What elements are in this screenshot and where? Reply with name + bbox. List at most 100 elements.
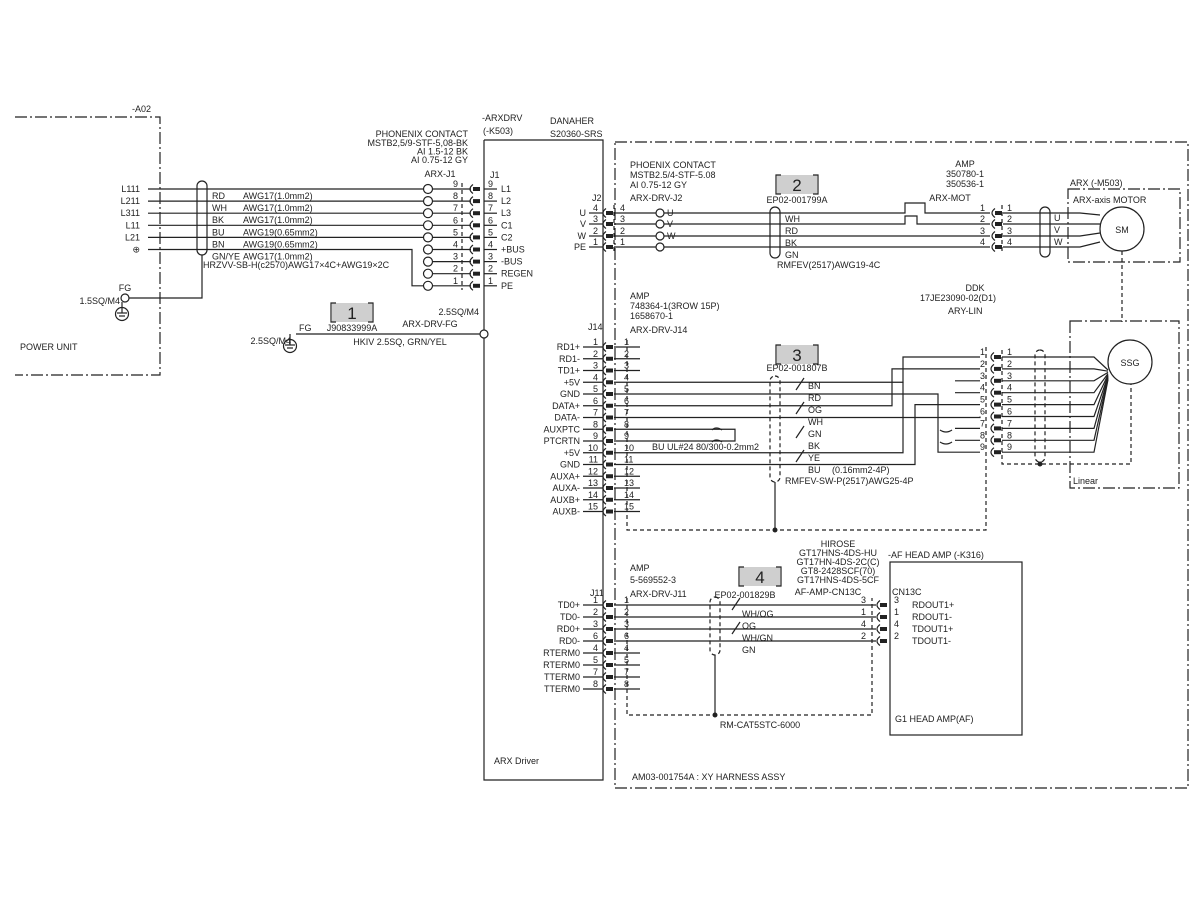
wire-5v <box>640 356 980 383</box>
pin-number: 9 <box>624 431 629 441</box>
plug-part: 1658670-1 <box>630 311 673 321</box>
power-signal-label: L11 <box>126 220 140 230</box>
driver-ref2: (-K503) <box>483 126 513 136</box>
connector-housing-icon <box>602 672 607 682</box>
connector-housing-icon <box>990 447 995 458</box>
driver-j11-signal: TD0- <box>560 612 580 622</box>
twisted-pair-marks <box>711 427 953 445</box>
wire-color-label: BN <box>808 381 821 391</box>
connector-pin-icon <box>606 497 613 502</box>
ground-icon <box>282 338 298 354</box>
driver-j14-signal: GND <box>560 460 581 470</box>
connector-pin-icon <box>995 211 1002 215</box>
head-amp-connector: CN13C <box>892 587 922 597</box>
j1-plug-part: AI 1.5-12 BK <box>417 147 468 157</box>
power-cable-spec: HRZVV-SB-H(c2570)AWG17×4C+AWG19×2C <box>203 260 390 270</box>
scale-lead <box>1002 377 1109 429</box>
driver-j14-signal: RD1- <box>559 354 580 364</box>
cable-shield-icon <box>769 375 781 483</box>
connector-housing-icon <box>876 600 881 610</box>
connector-pin-icon <box>995 234 1002 238</box>
pin-number: 6 <box>624 396 629 406</box>
driver-j14-signal: +5V <box>564 448 580 458</box>
fg-label: FG <box>299 323 312 333</box>
pin-number: 9 <box>453 179 458 189</box>
connector-pin-icon <box>473 211 480 216</box>
wire-gauge-label: AWG17(1.0mm2) <box>243 203 313 213</box>
pin-number: 11 <box>589 455 598 465</box>
power-unit-ref: -A02 <box>132 104 151 114</box>
connector-housing-icon <box>602 208 607 218</box>
motor-ref: ARX (-M503) <box>1070 178 1123 188</box>
terminal-ring-icon <box>479 329 489 339</box>
driver-j2-signal: V <box>580 219 586 229</box>
bracket-right <box>368 302 374 323</box>
fg-wire <box>129 255 203 299</box>
power-unit-name: POWER UNIT <box>20 342 78 352</box>
head-amp-signal: TDOUT1+ <box>912 624 953 634</box>
connector-pin-icon <box>606 427 613 432</box>
pin-number: 4 <box>593 643 598 653</box>
connector-pin-icon <box>606 627 613 631</box>
connector-pin-icon <box>606 415 613 420</box>
terminal-ring-icon <box>422 232 434 243</box>
scale-symbol: SSG <box>1120 358 1139 368</box>
wire-gnd <box>640 404 980 466</box>
power-signal-label: L311 <box>121 208 140 218</box>
plug-part: 17JE23090-02(D1) <box>920 293 996 303</box>
driver-j14-signal: PTCRTN <box>544 436 580 446</box>
wire-color-label: GN <box>808 429 822 439</box>
connector-pin-icon <box>994 390 1001 395</box>
twist-mark <box>795 425 805 439</box>
connector-housing-icon <box>602 636 607 646</box>
scale-lead <box>1002 356 1109 371</box>
terminal-ring-icon <box>120 293 130 303</box>
driver-j1-signal: L3 <box>501 208 511 218</box>
ground-wire <box>148 248 424 287</box>
cable-shield-icon <box>769 206 781 259</box>
driver-j1-signal: L1 <box>501 184 511 194</box>
linear-name: Linear <box>1073 476 1098 486</box>
wire-color-label: RD <box>785 226 798 236</box>
connector-housing-icon <box>602 447 607 458</box>
driver-j1-signal: C1 <box>501 220 513 230</box>
fg-wire-spec: 2.5SQ/M4 <box>438 307 479 317</box>
driver-j2-signal: PE <box>574 242 586 252</box>
wire-gauge-label: AWG17(1.0mm2) <box>243 252 313 262</box>
pin-number: 3 <box>593 361 598 371</box>
pin-number: 4 <box>980 383 985 393</box>
driver-j14-signal: RD1+ <box>557 342 580 352</box>
wire-color-label: WH/GN <box>742 633 773 643</box>
connector-pin-icon <box>606 380 613 385</box>
connector-housing-icon <box>469 208 474 219</box>
connector-pin-icon <box>995 245 1002 249</box>
bracket-right <box>813 174 819 195</box>
driver-j1-signal: -BUS <box>501 257 523 267</box>
twist-mark <box>795 377 805 391</box>
connector-housing-icon <box>469 256 474 267</box>
fg-cable-name: ARX-DRV-FG <box>402 319 457 329</box>
driver-j11-signal: TD0+ <box>558 600 580 610</box>
pin-number: 13 <box>588 478 598 488</box>
connector-pin-icon <box>606 675 613 679</box>
pin-number: 7 <box>453 203 458 213</box>
wire-data-minus <box>640 416 981 419</box>
scale-lead <box>1002 371 1109 382</box>
connector-housing-icon <box>602 494 607 505</box>
cable-part: EP02-001829B <box>714 590 775 600</box>
fg-wire-spec: 1.5SQ/M4 <box>79 296 120 306</box>
connector-pin-icon <box>606 651 613 655</box>
wire-color-label: WH/OG <box>742 609 774 619</box>
driver-j11-signal: RD0+ <box>557 624 580 634</box>
connector-pin-icon <box>606 345 613 349</box>
driver-j14-signal: GND <box>560 389 581 399</box>
connector-pin-icon <box>473 199 480 204</box>
pin-number: 6 <box>593 631 598 641</box>
motor-phase-label: W <box>1054 237 1063 247</box>
bracket-left <box>738 566 744 587</box>
scale-lead <box>1002 375 1109 418</box>
connector-housing-icon <box>602 242 607 252</box>
twist-mark <box>731 621 741 635</box>
pin-number: 3 <box>1007 371 1012 381</box>
